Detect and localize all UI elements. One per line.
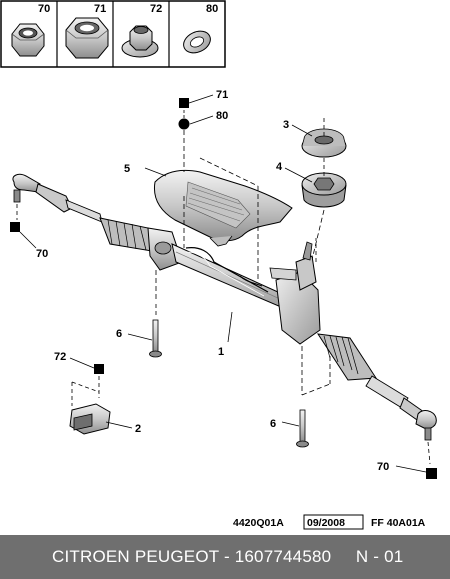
legend-table: 70 71 72 80 (0, 0, 226, 68)
callout-5: 5 (124, 163, 130, 175)
bolt-part-6-right (281, 409, 309, 448)
callout-1: 1 (218, 346, 224, 358)
callout-6-left: 6 (116, 328, 122, 340)
legend-number-72: 72 (150, 3, 162, 15)
hex-nut-icon (11, 23, 45, 57)
flange-nut-icon (121, 25, 159, 58)
reference-codes: 4420Q01A 09/2008 FF 40A01A (233, 514, 426, 530)
callout-70-left: 70 (36, 248, 48, 260)
mount-part-3 (291, 118, 347, 158)
tie-rod-end-right (365, 375, 437, 479)
large-nut-icon (65, 17, 109, 59)
callout-3: 3 (283, 119, 289, 131)
callout-4: 4 (276, 161, 283, 173)
marker-72 (69, 357, 104, 406)
footer-text: CITROEN PEUGEOT - 1607744580 N - 01 (52, 547, 404, 566)
reference-code-1: 4420Q01A (233, 517, 284, 529)
reference-date: 09/2008 (307, 517, 345, 529)
callout-2: 2 (135, 423, 141, 435)
reference-code-2: FF 40A01A (371, 517, 426, 529)
callout-80: 80 (216, 110, 228, 122)
legend-number-70: 70 (38, 3, 50, 15)
washer-icon (183, 30, 211, 54)
heat-shield-part-5 (144, 110, 293, 280)
tie-rod-end-left (10, 173, 103, 249)
clamp-part-2 (69, 403, 133, 435)
callout-72: 72 (54, 351, 66, 363)
callout-71: 71 (216, 89, 228, 101)
part-number-footer: CITROEN PEUGEOT - 1607744580 N - 01 (0, 535, 450, 579)
callout-70-right: 70 (377, 461, 389, 473)
legend-number-80: 80 (206, 3, 218, 15)
marker-71 (179, 94, 214, 108)
legend-number-71: 71 (94, 3, 106, 15)
callout-6-right: 6 (270, 418, 276, 430)
steering-rack-part-1 (99, 217, 377, 396)
mount-part-4 (284, 158, 347, 269)
bolt-part-6-left (127, 304, 162, 358)
marker-80 (178, 115, 214, 130)
